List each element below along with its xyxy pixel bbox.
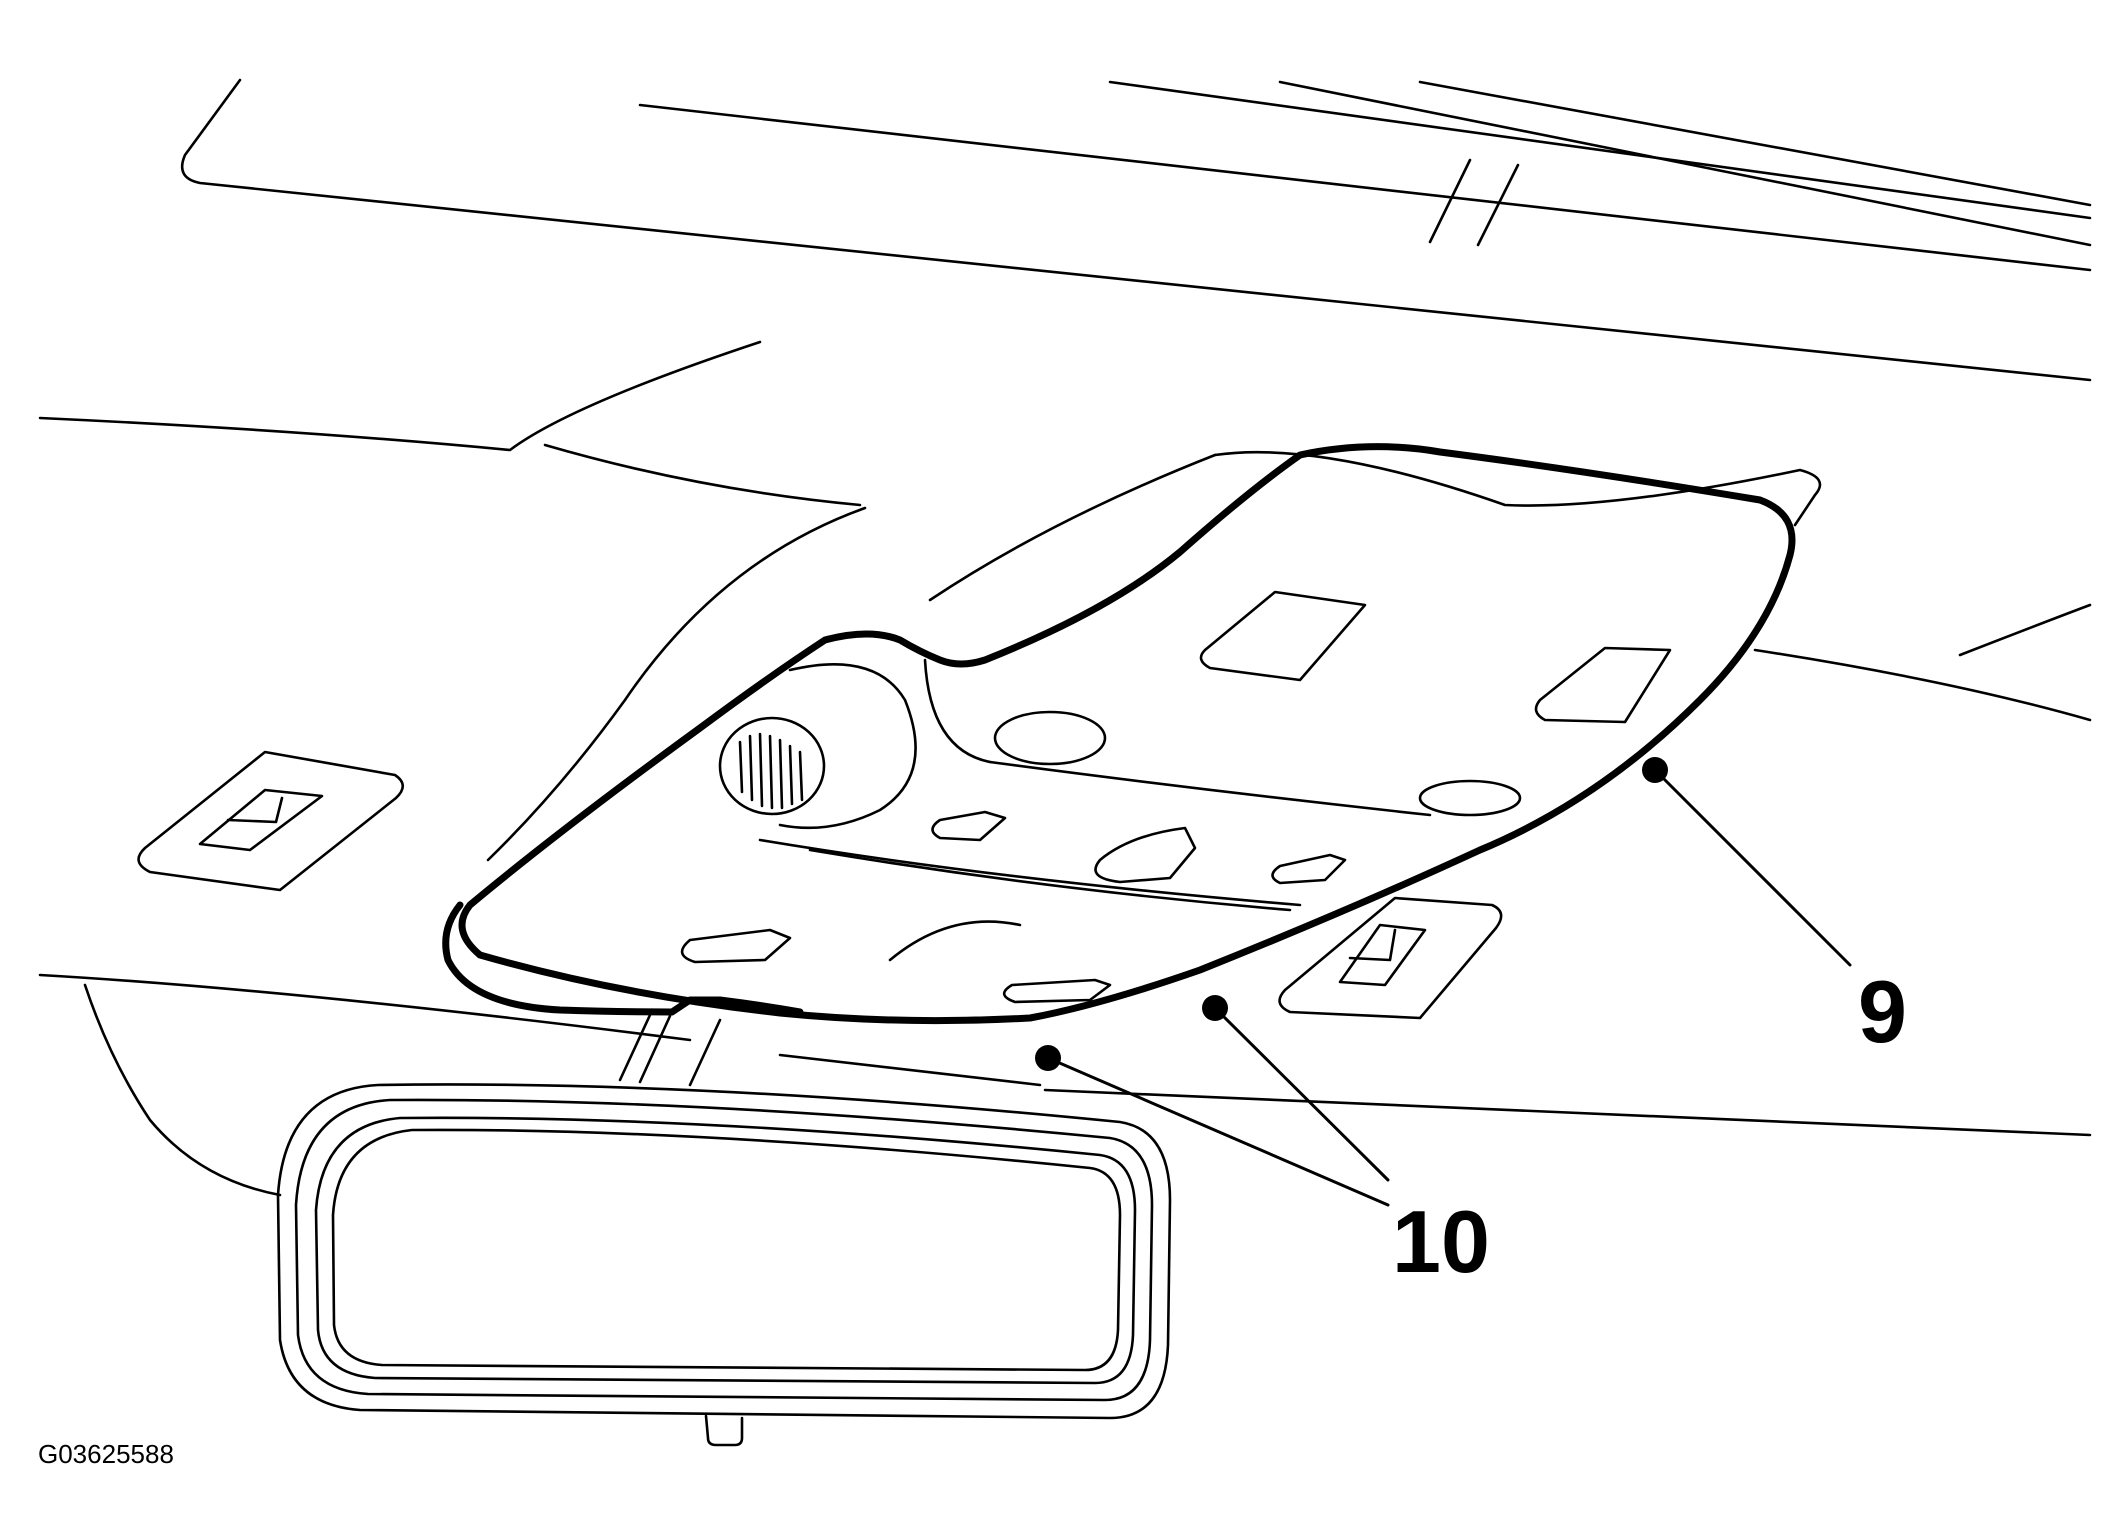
callout-10: 10: [1392, 1192, 1490, 1291]
rear-view-mirror: [276, 1013, 1172, 1447]
leader-9: [1653, 768, 1852, 967]
left-map-light: [137, 750, 405, 892]
console-buttons: [680, 590, 1672, 1004]
windshield-header: [38, 973, 2092, 1197]
console-housing: [486, 450, 1822, 912]
callout-leaders: [1035, 757, 1852, 1207]
headliner-outline: [38, 78, 2092, 722]
right-map-light: [1278, 896, 1503, 1020]
microphone-grille: [718, 663, 917, 830]
figure-id: G03625588: [38, 1439, 174, 1469]
callout-9: 9: [1858, 962, 1907, 1061]
console-seal: [442, 443, 1796, 1025]
leader-10b: [1046, 1056, 1390, 1207]
leader-10a: [1213, 1006, 1390, 1182]
